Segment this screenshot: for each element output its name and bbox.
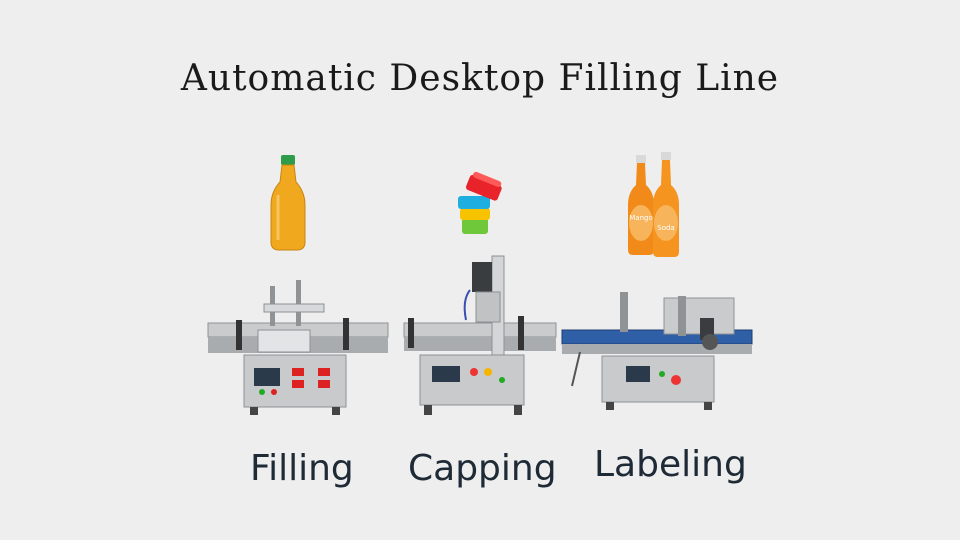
stage-label-capping: Capping bbox=[408, 448, 557, 489]
soda-bottles-icon bbox=[628, 152, 679, 257]
filling-machine bbox=[207, 280, 389, 415]
capping-machine bbox=[403, 255, 557, 415]
page-title: Automatic Desktop Filling Line bbox=[180, 58, 780, 99]
juice-bottle-icon bbox=[270, 155, 306, 251]
labeling-machine bbox=[561, 292, 753, 410]
stage-label-labeling: Labeling bbox=[594, 444, 747, 485]
stage-label-filling: Filling bbox=[250, 448, 354, 489]
bottle-label-2: Soda bbox=[657, 224, 674, 232]
bottle-caps-icon bbox=[458, 171, 502, 234]
bottle-label-1: Mango bbox=[629, 214, 653, 222]
